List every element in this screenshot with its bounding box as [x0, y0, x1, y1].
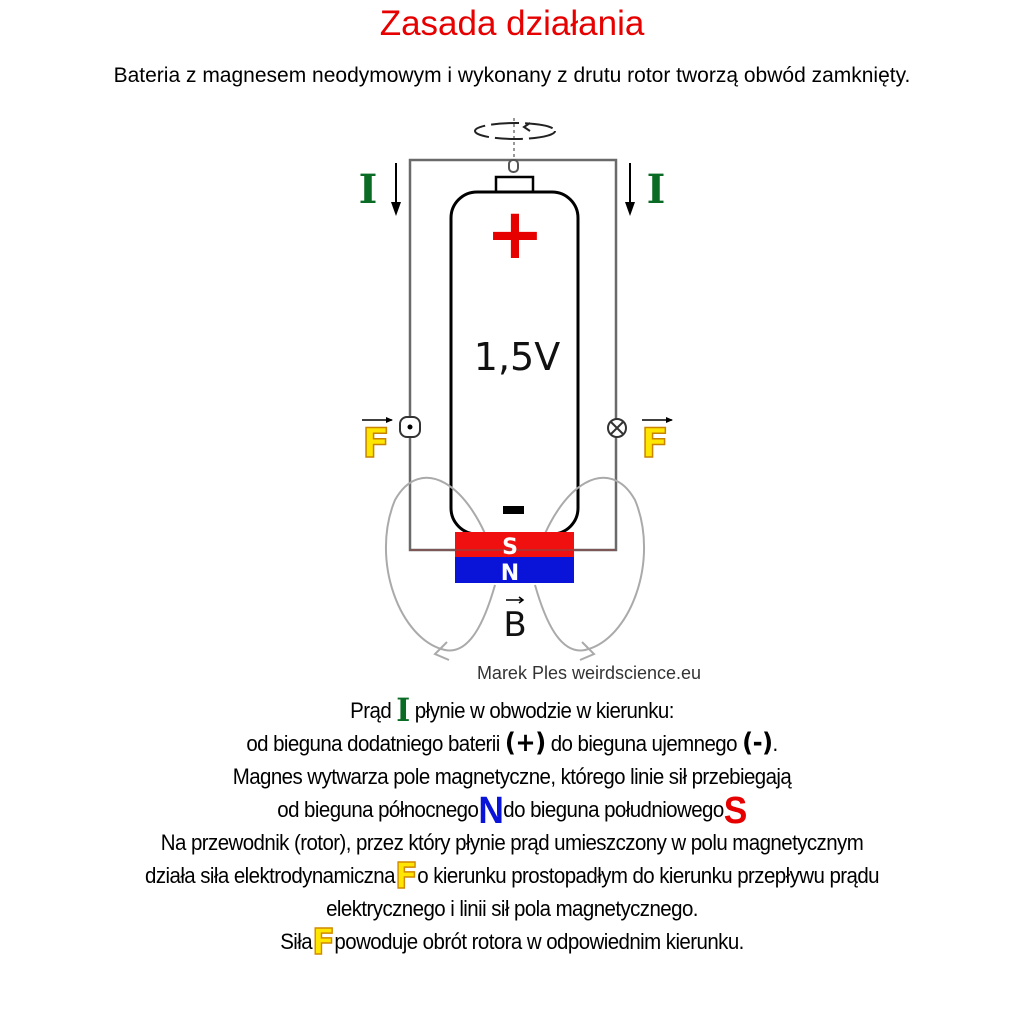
- minus-symbol: (-): [742, 728, 773, 758]
- current-arrow-icon: [391, 163, 635, 216]
- text: do bieguna ujemnego: [550, 731, 738, 756]
- magnetic-field-lines: [384, 476, 646, 661]
- desc-line-8: SiłaFpowoduje obrót rotora w odpowiednim…: [36, 924, 988, 962]
- force-vector-arrows: [362, 417, 673, 423]
- text: od bieguna dodatniego baterii: [246, 731, 500, 756]
- force-symbol: F: [311, 922, 335, 963]
- text: powoduje obrót rotora w odpowiednim kier…: [334, 929, 744, 954]
- plus-symbol: (+): [504, 728, 546, 758]
- homopolar-motor-diagram: + 1,5V S N B I I F F Marek Ples weirdsc: [359, 118, 701, 680]
- current-label-right: I: [647, 166, 666, 213]
- desc-line-5: Na przewodnik (rotor), przez który płyni…: [160, 830, 864, 855]
- text: Prąd: [350, 698, 392, 723]
- out-of-page-icon: [399, 416, 421, 438]
- desc-line-7: elektrycznego i linii sił pola magnetycz…: [326, 896, 698, 921]
- force-label-left: F: [362, 421, 389, 467]
- text: od bieguna północnego: [277, 797, 479, 822]
- desc-line-6: działa siła elektrodynamicznaFo kierunku…: [36, 858, 988, 896]
- desc-line-3: Magnes wytwarza pole magnetyczne, któreg…: [232, 764, 792, 789]
- rotation-arrow-icon: [474, 118, 556, 160]
- force-label-right: F: [641, 421, 668, 467]
- current-label-left: I: [359, 166, 378, 213]
- force-symbol: F: [394, 856, 418, 897]
- description: Prąd I płynie w obwodzie w kierunku: od …: [0, 694, 1024, 962]
- south-symbol: S: [723, 790, 748, 832]
- text: Siła: [280, 929, 313, 954]
- desc-line-2: od bieguna dodatniego baterii (+) do bie…: [36, 727, 988, 760]
- subtitle: Bateria z magnesem neodymowym i wykonany…: [113, 64, 911, 87]
- magnet-north: [455, 557, 574, 583]
- current-symbol: I: [396, 691, 410, 729]
- text: działa siła elektrodynamiczna: [145, 863, 395, 888]
- minus-sign: [503, 506, 524, 514]
- into-page-icon: [607, 418, 627, 438]
- north-label: N: [501, 561, 519, 586]
- text: płynie w obwodzie w kierunku:: [414, 698, 675, 723]
- south-label: S: [502, 535, 518, 560]
- text: .: [772, 731, 779, 756]
- plus-sign: +: [486, 193, 545, 275]
- field-label: B: [503, 605, 526, 645]
- desc-line-4: od bieguna północnegoNdo bieguna południ…: [36, 792, 988, 830]
- desc-line-1: Prąd I płynie w obwodzie w kierunku:: [36, 694, 988, 727]
- magnet-south: [455, 532, 574, 557]
- image-credit: Marek Ples weirdscience.eu: [477, 663, 701, 680]
- north-symbol: N: [478, 790, 504, 832]
- text: do bieguna południowego: [503, 797, 724, 822]
- voltage-label: 1,5V: [474, 335, 560, 379]
- text: o kierunku prostopadłym do kierunku prze…: [417, 863, 879, 888]
- rotor-pivot: [508, 159, 519, 173]
- page-title: Zasada działania: [379, 4, 645, 43]
